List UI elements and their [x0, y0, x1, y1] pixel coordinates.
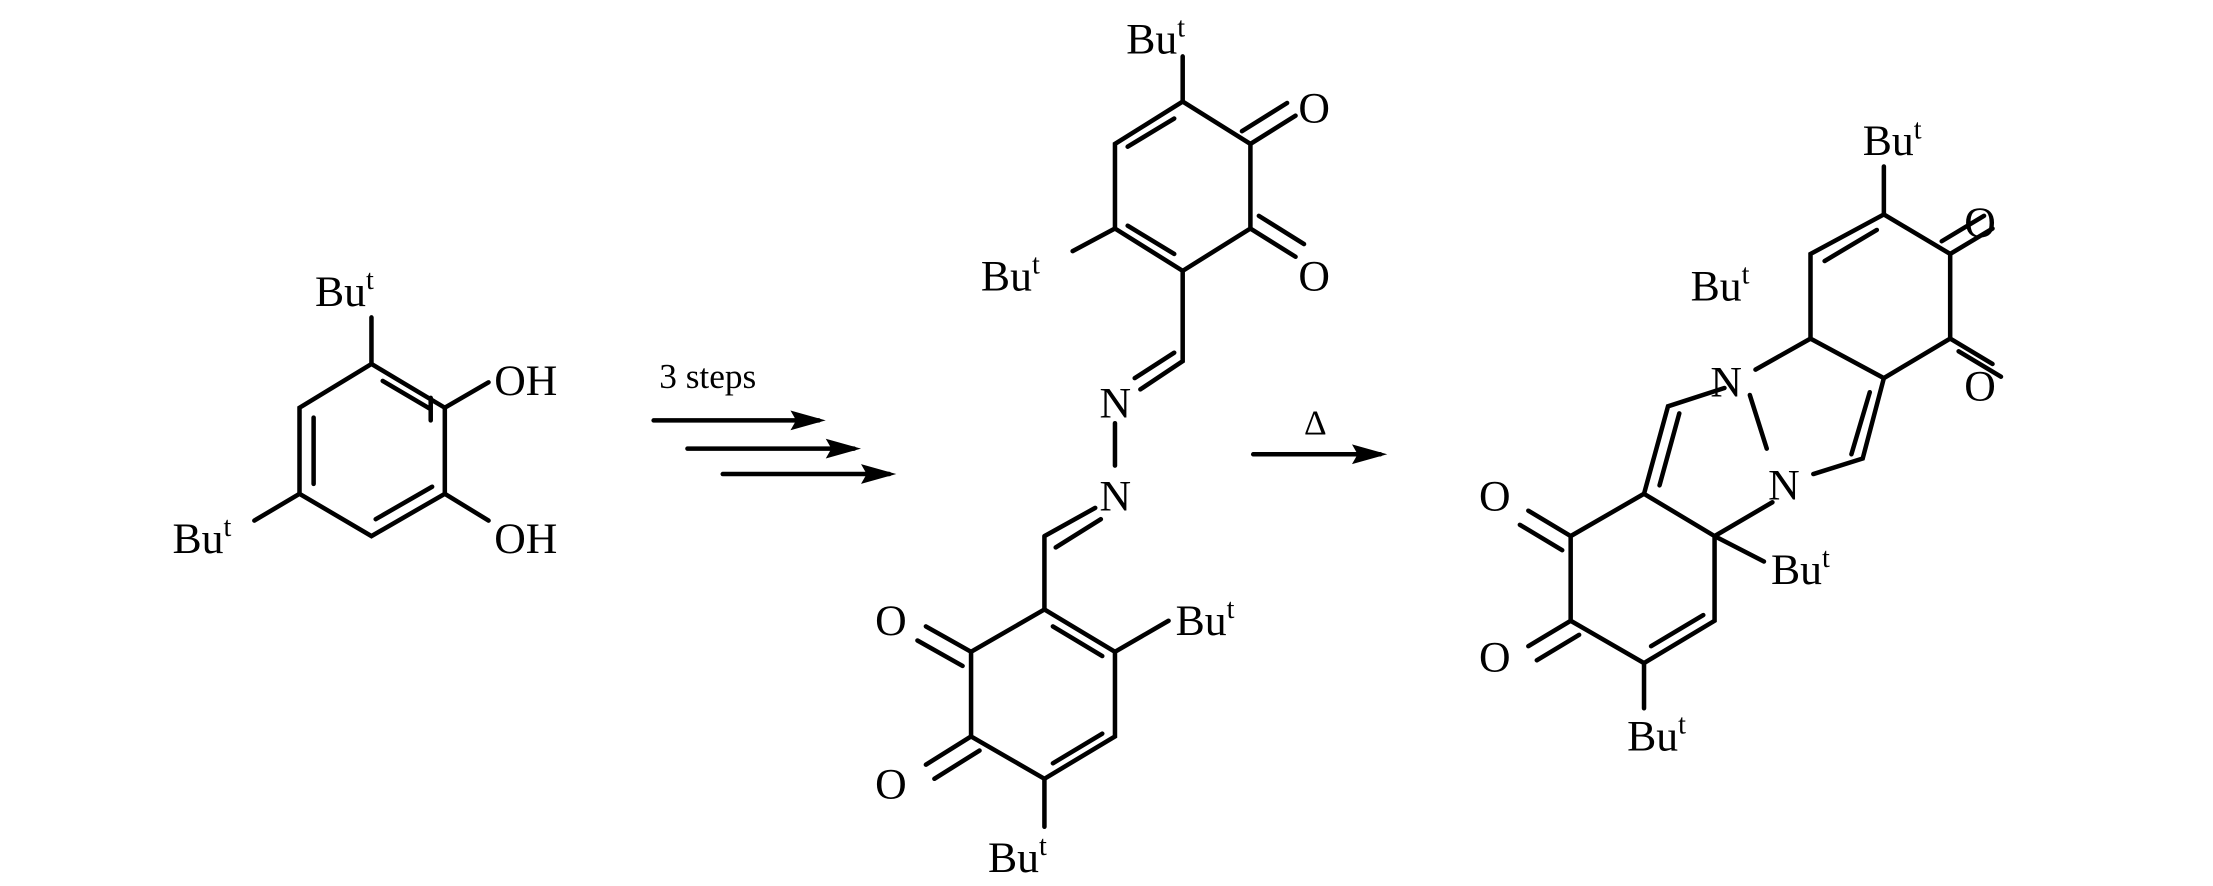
hydroxyl-label: OH: [494, 357, 557, 405]
carbonyl-oxygen-label: O: [1964, 199, 1996, 247]
heat-label: Δ: [1304, 404, 1327, 443]
carbonyl-oxygen-label: O: [875, 597, 907, 645]
carbonyl-oxygen-label: O: [1298, 85, 1330, 133]
tert-butyl-label: But: [988, 831, 1047, 882]
nitrogen-label: N: [1768, 461, 1800, 509]
tert-butyl-label: But: [1863, 114, 1922, 165]
hydroxyl-label: OH: [494, 515, 557, 563]
three-step-arrows: 3 steps: [651, 357, 897, 484]
tert-butyl-label: But: [315, 265, 374, 316]
nitrogen-label: N: [1710, 358, 1742, 406]
tert-butyl-label: But: [1627, 710, 1686, 761]
carbonyl-oxygen-label: O: [1479, 634, 1511, 682]
starting-catechol: But OH OH But: [173, 265, 558, 563]
azine-intermediate: But O O But N N But O O But: [875, 13, 1330, 882]
tert-butyl-label: But: [1126, 13, 1185, 64]
tert-butyl-label: But: [981, 250, 1040, 301]
carbonyl-oxygen-label: O: [1479, 473, 1511, 521]
tert-butyl-label: But: [1771, 543, 1830, 594]
carbonyl-oxygen-label: O: [875, 761, 907, 809]
tert-butyl-label: But: [173, 512, 232, 563]
fused-product: But O O But N N O But O But: [1479, 114, 2004, 761]
nitrogen-label: N: [1099, 473, 1131, 521]
tert-butyl-label: But: [1691, 260, 1750, 311]
reagent-label: 3 steps: [659, 357, 756, 396]
tert-butyl-label: But: [1176, 594, 1235, 645]
heat-arrow: Δ: [1250, 404, 1388, 465]
carbonyl-oxygen-label: O: [1964, 363, 1996, 411]
nitrogen-label: N: [1099, 380, 1131, 428]
carbonyl-oxygen-label: O: [1298, 253, 1330, 301]
